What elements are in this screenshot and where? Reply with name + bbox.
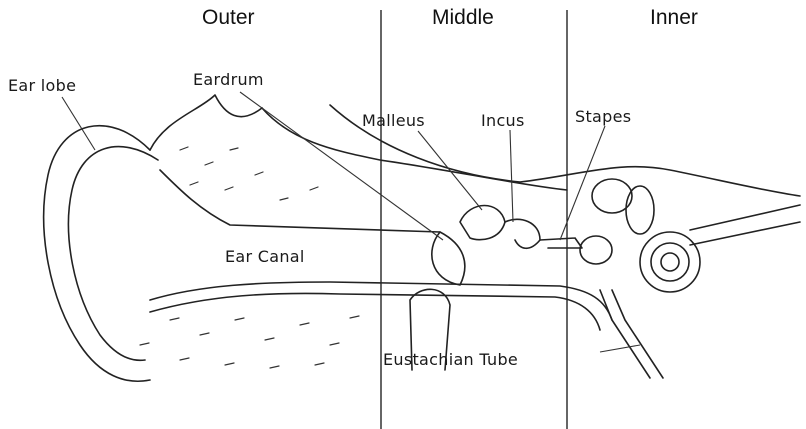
auditory-nerve [690, 205, 800, 245]
pinna-inner-fold [68, 147, 158, 361]
eardrum-membrane [432, 232, 465, 285]
eustachian-tube-line-1 [600, 290, 650, 378]
region-label-middle: Middle [432, 6, 494, 30]
cochlea-outer [640, 232, 700, 292]
label-ear-lobe: Ear lobe [8, 76, 76, 95]
region-label-inner: Inner [650, 6, 698, 30]
label-incus: Incus [481, 111, 525, 130]
semicircular-canal-2 [626, 186, 654, 234]
cochlea-inner [661, 253, 679, 271]
leader-eustachian [600, 345, 640, 352]
label-eardrum: Eardrum [193, 70, 264, 89]
vestibule [580, 236, 612, 264]
label-eustachian-tube: Eustachian Tube [383, 350, 518, 369]
incus-bone [505, 219, 540, 248]
tragus [150, 95, 262, 150]
malleus-bone [460, 206, 505, 240]
label-stapes: Stapes [575, 107, 631, 126]
pinna-outline [44, 126, 150, 382]
label-malleus: Malleus [362, 111, 425, 130]
region-label-outer: Outer [202, 6, 255, 30]
stapes-bone [540, 238, 582, 248]
leader-incus [510, 130, 513, 222]
leader-malleus [418, 131, 482, 210]
label-ear-canal: Ear Canal [225, 247, 305, 266]
upper-canal-wall [160, 170, 440, 232]
lower-canal-wall-2 [150, 293, 600, 330]
leader-ear-lobe [62, 97, 95, 150]
cochlea-mid [651, 243, 689, 281]
eustachian-tube-line-2 [612, 290, 663, 378]
